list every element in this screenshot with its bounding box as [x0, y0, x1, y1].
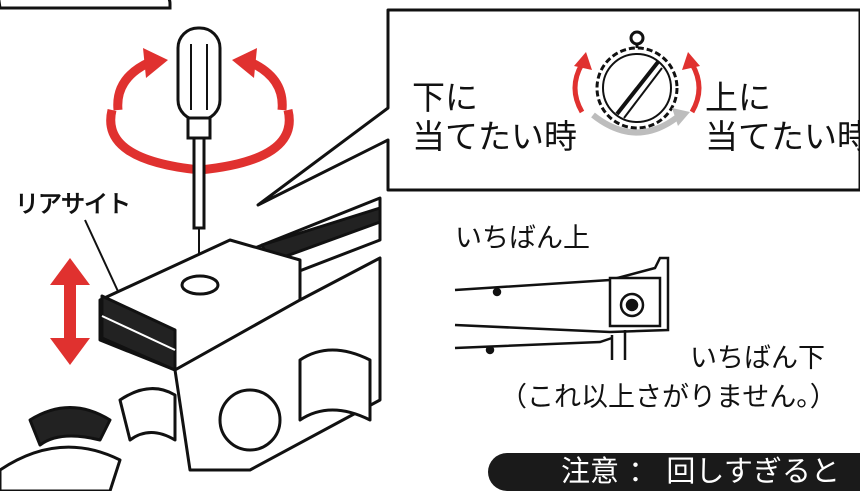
- revolver-body: [0, 196, 382, 491]
- aim-lower-label: 下に 当てたい時: [412, 78, 577, 157]
- rotation-arrowhead-left: [143, 48, 168, 78]
- aim-higher-line-2: 当てたい時: [705, 116, 860, 156]
- dial-rotation-arrow: [591, 112, 682, 136]
- elevation-dial: [595, 30, 679, 130]
- screwdriver: [176, 26, 222, 270]
- lowest-position-note: （これ以上さがりません。）: [500, 382, 837, 413]
- highest-position-label: いちばん上: [455, 223, 590, 254]
- elevation-double-arrow: [50, 258, 90, 365]
- warning-text: 注意 ： 回しすぎると: [561, 454, 840, 488]
- sight-highest-diagram: [454, 256, 670, 334]
- rotation-arrow-right: [248, 57, 287, 111]
- rear-sight-label: リアサイト: [15, 190, 131, 218]
- rotation-arrow-left: [113, 57, 152, 111]
- rear-sight-leader: [84, 219, 123, 301]
- cw-red-arrowhead: [682, 52, 700, 70]
- aim-higher-label: 上に 当てたい時: [705, 78, 860, 157]
- ccw-red-arrowhead: [574, 52, 592, 70]
- aim-lower-line-1: 下に: [412, 78, 478, 117]
- callout-box: [256, 8, 860, 207]
- warning-banner: 注意 ： 回しすぎると: [488, 453, 860, 491]
- rotation-arrowhead-right: [232, 48, 257, 78]
- header-tab-shape: [0, 0, 172, 10]
- aim-higher-line-1: 上に: [705, 78, 771, 117]
- dial-rotation-arrowhead: [672, 108, 690, 126]
- cw-red-arrow: [689, 62, 702, 114]
- sight-lowest-diagram: [454, 330, 627, 360]
- lowest-position-label: いちばん下: [690, 343, 825, 374]
- ccw-red-arrow: [572, 62, 585, 114]
- aim-lower-line-2: 当てたい時: [412, 116, 577, 156]
